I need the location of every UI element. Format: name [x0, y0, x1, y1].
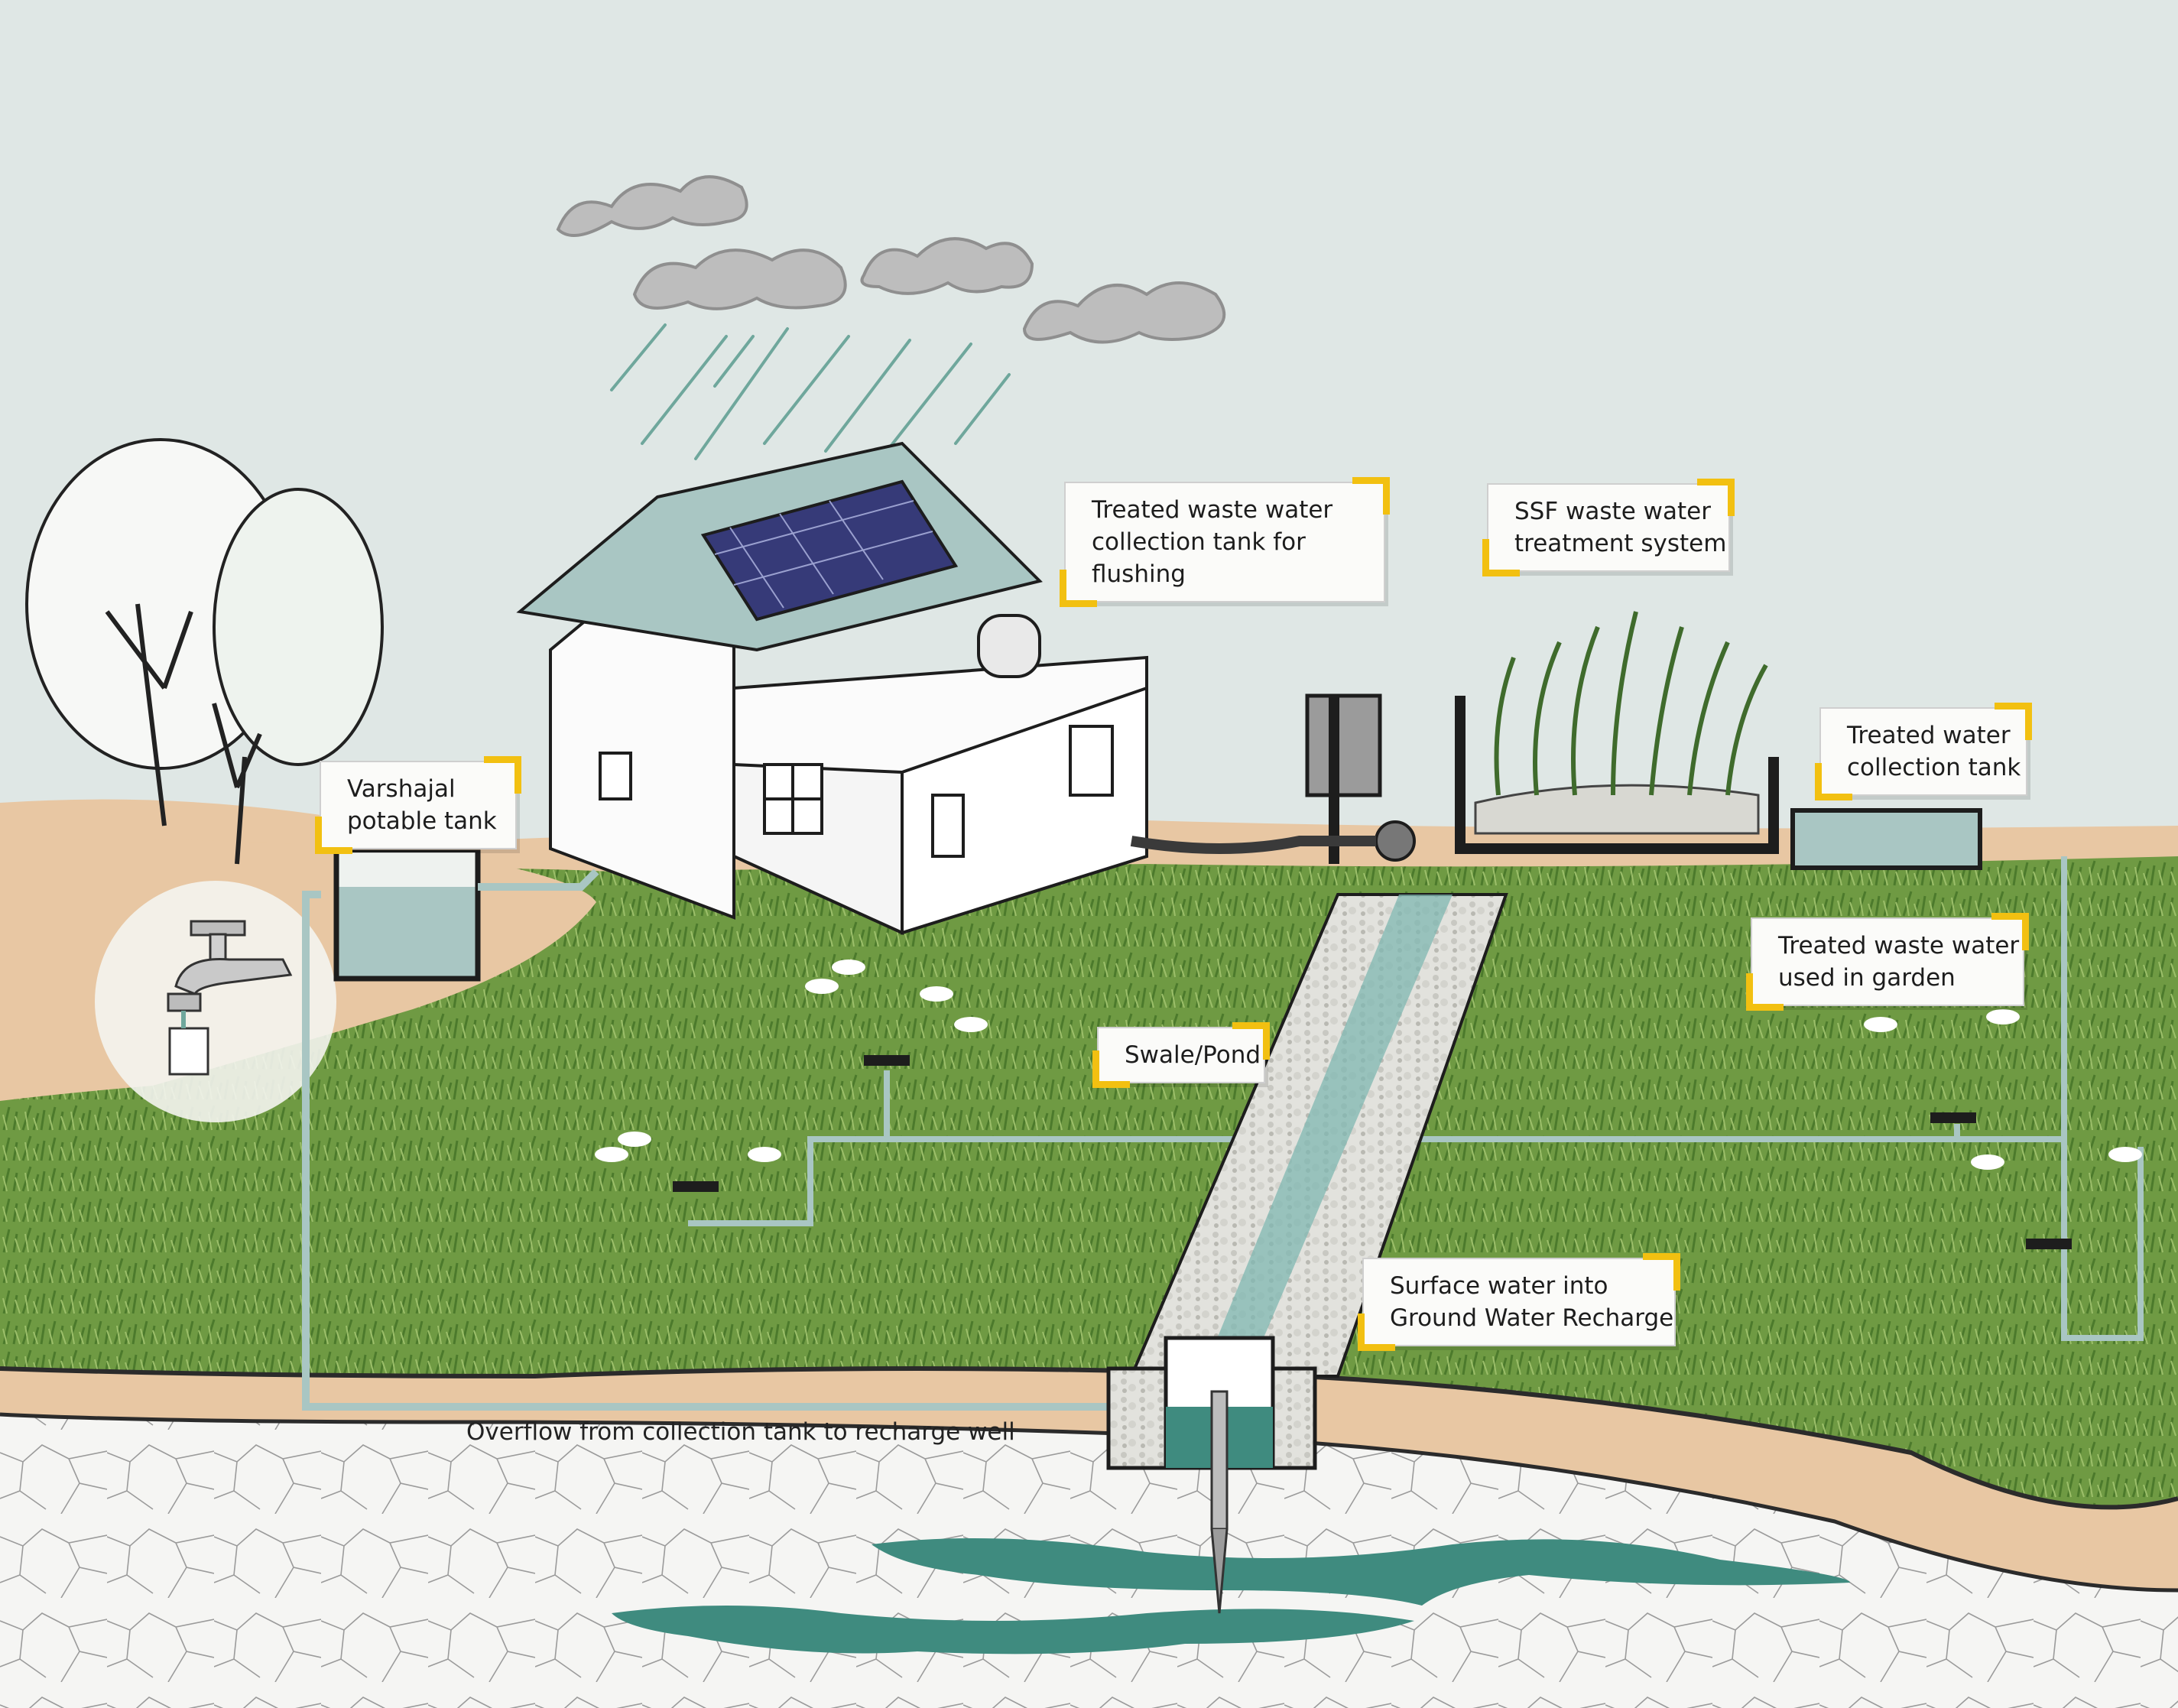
ssf-system: [1130, 693, 1779, 864]
callout-corner-icon: [1092, 1050, 1130, 1088]
callout-corner-icon: [1815, 763, 1852, 800]
trees: [25, 438, 384, 865]
tap-highlight: [95, 881, 336, 1122]
callout-corner-icon: [1995, 703, 2032, 740]
groundwater: [612, 1538, 1850, 1654]
clouds: [556, 175, 1226, 344]
callout-corner-icon: [1482, 539, 1520, 576]
treated-collection-tank: [1790, 808, 1982, 870]
callout-corner-icon: [1991, 913, 2029, 950]
callout-corner-icon: [1358, 1313, 1395, 1351]
label-recharge: Surface water into Ground Water Recharge: [1358, 1253, 1680, 1351]
label-line: treatment system: [1514, 530, 1727, 557]
sprinklers: [673, 1055, 2072, 1249]
callout-corner-icon: [1643, 1253, 1680, 1291]
callout-corner-icon: [1232, 1022, 1270, 1060]
label-line: Swale/Pond: [1125, 1041, 1261, 1069]
callout-corner-icon: [484, 756, 521, 794]
recharge-well: [1106, 1336, 1317, 1614]
label-treated-flush: Treated waste water collection tank for …: [1060, 477, 1390, 607]
label-line: Surface water into: [1390, 1272, 1608, 1300]
swale-water: [1208, 895, 1453, 1361]
sprinkler-spray: [595, 960, 2142, 1170]
label-line: Treated waste water: [1092, 496, 1333, 524]
label-line: Ground Water Recharge: [1390, 1304, 1674, 1332]
label-varshajal: Varshajal potable tank: [315, 756, 521, 854]
rain: [610, 323, 1011, 460]
soil-band: [0, 1369, 2178, 1590]
callout-corner-icon: [315, 817, 352, 854]
varshajal-tank: [333, 849, 481, 982]
callout-corner-icon: [1352, 477, 1390, 515]
house: [516, 441, 1148, 936]
label-line: collection tank for: [1092, 528, 1306, 556]
label-line: used in garden: [1778, 964, 1956, 992]
overflow-pipe: [302, 891, 1108, 1411]
label-line: potable tank: [347, 807, 497, 835]
label-swale: Swale/Pond: [1092, 1022, 1270, 1088]
callout-corner-icon: [1746, 973, 1784, 1011]
label-ssf: SSF waste water treatment system: [1482, 479, 1735, 576]
tap-icon: [167, 920, 293, 1076]
label-treated-garden: Treated waste water used in garden: [1746, 913, 2029, 1011]
label-treated-collection: Treated water collection tank: [1815, 703, 2032, 800]
reeds: [1494, 611, 1768, 796]
callout-corner-icon: [1697, 479, 1735, 516]
label-line: collection tank: [1847, 754, 2021, 781]
label-line: Varshajal: [347, 775, 456, 803]
callout-corner-icon: [1060, 570, 1097, 607]
label-overflow: Overflow from collection tank to recharg…: [466, 1418, 1015, 1446]
label-line: SSF waste water: [1514, 498, 1711, 525]
label-line: flushing: [1092, 560, 1186, 588]
label-line: Treated waste water: [1778, 932, 2020, 960]
label-line: Treated water: [1847, 722, 2011, 749]
